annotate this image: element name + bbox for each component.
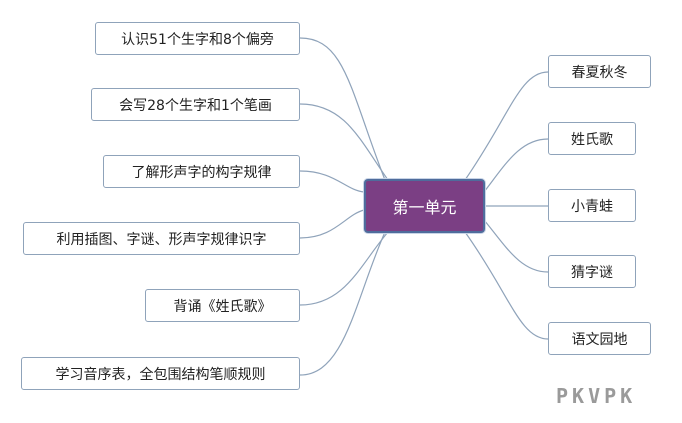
left-node-label: 背诵《姓氏歌》 [173, 298, 272, 315]
right-node-label: 语文园地 [571, 331, 628, 348]
left-node-label: 了解形声字的构字规律 [131, 164, 272, 181]
connector-right-2 [483, 138, 549, 193]
left-node-4[interactable]: 利用插图、字谜、形声字规律识字 [23, 222, 300, 255]
left-node-3[interactable]: 了解形声字的构字规律 [103, 155, 300, 188]
connector-left-4 [299, 209, 365, 239]
left-node-label: 利用插图、字谜、形声字规律识字 [56, 231, 267, 248]
left-node-1[interactable]: 认识51个生字和8个偏旁 [95, 22, 300, 55]
right-node-label: 小青蛙 [571, 198, 613, 215]
center-node[interactable]: 第一单元 [364, 179, 485, 233]
left-node-5[interactable]: 背诵《姓氏歌》 [145, 289, 300, 322]
center-node-label: 第一单元 [392, 198, 457, 217]
connector-left-3 [299, 170, 365, 193]
left-node-label: 会写28个生字和1个笔画 [119, 97, 272, 114]
left-node-2[interactable]: 会写28个生字和1个笔画 [91, 88, 300, 121]
right-node-4[interactable]: 猜字谜 [548, 255, 636, 288]
left-node-label: 学习音序表，全包围结构笔顺规则 [55, 366, 266, 383]
connector-right-1 [464, 71, 549, 181]
connector-left-5 [299, 231, 389, 306]
right-node-5[interactable]: 语文园地 [548, 322, 651, 355]
connector-left-6 [299, 231, 386, 376]
watermark: PKVPK [556, 384, 637, 408]
right-node-2[interactable]: 姓氏歌 [548, 122, 636, 155]
connector-left-1 [299, 37, 386, 181]
right-node-1[interactable]: 春夏秋冬 [548, 55, 651, 88]
connector-right-4 [483, 219, 549, 273]
right-node-label: 春夏秋冬 [571, 64, 628, 81]
connector-right-5 [464, 231, 549, 340]
right-node-3[interactable]: 小青蛙 [548, 189, 636, 222]
left-node-6[interactable]: 学习音序表，全包围结构笔顺规则 [21, 357, 300, 390]
left-node-label: 认识51个生字和8个偏旁 [121, 31, 274, 48]
right-node-label: 姓氏歌 [571, 131, 613, 148]
connector-left-2 [299, 103, 389, 181]
right-node-label: 猜字谜 [571, 264, 613, 281]
